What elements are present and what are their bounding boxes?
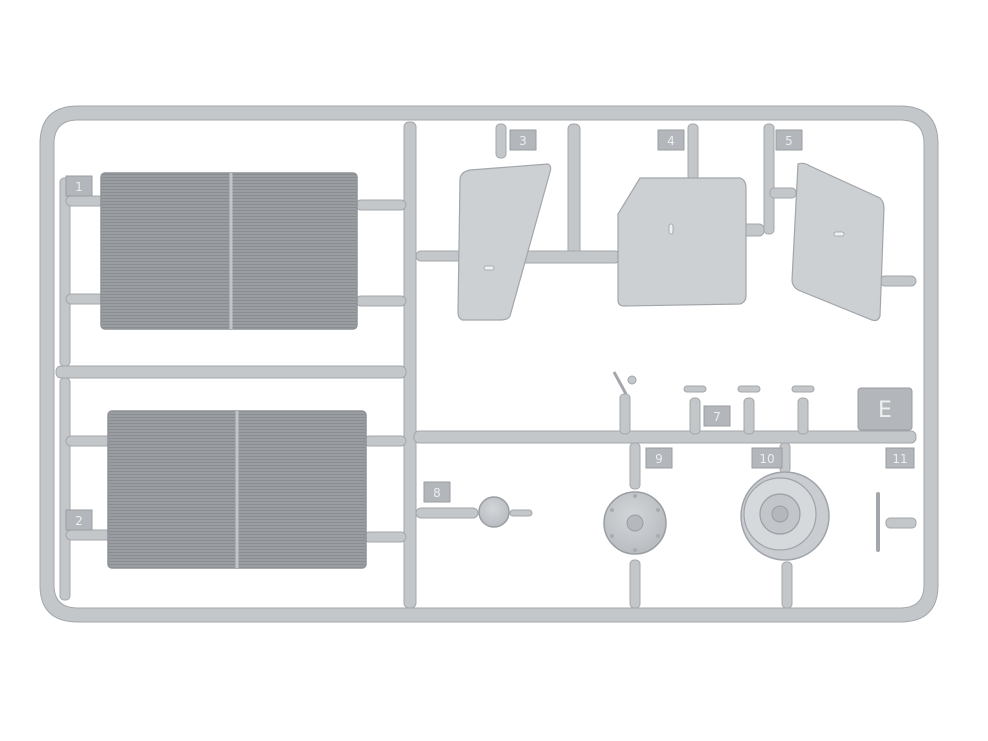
part-number-5: 5: [785, 134, 793, 148]
part-number-11: 11: [892, 452, 907, 466]
part-number-2: 2: [75, 514, 83, 528]
wheel-part-10: [740, 442, 830, 609]
part-number-4: 4: [667, 134, 675, 148]
grille-part-2: [65, 410, 407, 569]
part-number-8: 8: [433, 486, 441, 500]
part-number-7: 7: [713, 410, 721, 424]
outer-frame: [39, 105, 939, 623]
rod-part-11: [876, 492, 917, 552]
part-number-10: 10: [759, 452, 774, 466]
part-number-tags: [65, 129, 915, 531]
hub-part-9: [603, 442, 667, 609]
panel-part-5: [769, 162, 917, 322]
part-number-3: 3: [519, 134, 527, 148]
panel-part-4: [617, 123, 765, 307]
pin-parts-6-7: [612, 371, 815, 435]
panel-part-3: [415, 123, 621, 321]
inner-runners: [55, 121, 917, 609]
sprue-letter-label: E: [878, 398, 892, 423]
part-number-9: 9: [655, 452, 663, 466]
cap-part-8: [415, 496, 533, 528]
grille-part-1: [65, 172, 407, 330]
part-number-1: 1: [75, 180, 83, 194]
